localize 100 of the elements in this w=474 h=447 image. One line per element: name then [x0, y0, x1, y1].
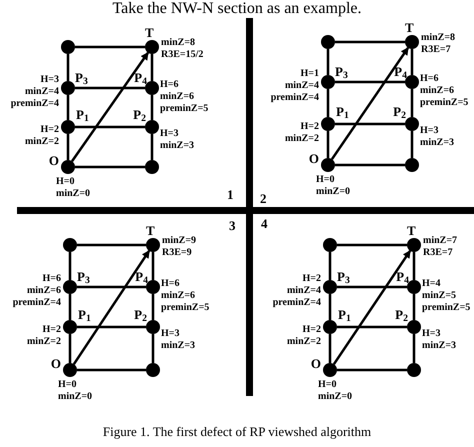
point-label: P$_{2}$	[393, 105, 406, 118]
grid-point	[323, 320, 337, 334]
point-label: P$_{1}$	[76, 108, 89, 121]
grid-line	[152, 294, 154, 320]
grid-line	[328, 252, 332, 280]
figure-caption: Figure 1. The first defect of RP viewshed algorithm	[102, 425, 372, 438]
grid-point	[407, 320, 421, 334]
grid-point	[407, 363, 421, 377]
grid-point	[145, 81, 159, 95]
grid-point	[61, 120, 75, 134]
grid-line	[335, 80, 405, 84]
point-values: minZ=8 R3E=15/2	[161, 37, 204, 61]
body-text: Take the NW-N section as an example.	[111, 1, 362, 17]
grid-line	[335, 164, 405, 166]
grid-line	[337, 326, 407, 328]
point-label: P$_{4}$	[134, 71, 147, 84]
point-values: H=1 minZ=4 preminZ=4	[270, 68, 319, 104]
grid-line	[75, 46, 145, 48]
point-values: H=6 minZ=6 preminZ=5	[160, 79, 208, 115]
grid-line	[412, 334, 416, 363]
grid-point	[407, 238, 421, 252]
point-values: H=0 minZ=0	[56, 176, 90, 200]
grid-line	[66, 95, 70, 120]
grid-line	[152, 252, 154, 280]
point-values: H=3 minZ=3	[161, 328, 196, 352]
grid-point	[146, 363, 160, 377]
point-label: O	[50, 357, 61, 370]
grid-line	[68, 334, 72, 363]
point-label: P$_{1}$	[336, 105, 349, 118]
grid-line	[68, 252, 72, 280]
point-label: P$_{3}$	[335, 65, 348, 78]
quadrant-number: 4	[261, 217, 268, 230]
grid-point	[323, 238, 337, 252]
grid-line	[410, 49, 414, 75]
grid-point	[63, 238, 77, 252]
point-label: P$_{3}$	[337, 270, 350, 283]
grid-line	[410, 131, 414, 158]
grid-line	[410, 89, 414, 117]
grid-point	[145, 40, 159, 54]
point-label: P$_{2}$	[134, 308, 147, 321]
point-values: H=0 minZ=0	[316, 174, 350, 198]
point-values: H=2 minZ=2	[284, 121, 319, 145]
grid-point	[145, 120, 159, 134]
grid-point	[407, 280, 421, 294]
point-label: P$_{2}$	[395, 308, 408, 321]
grid-line	[328, 334, 332, 363]
point-label: T	[145, 26, 154, 39]
quadrant-number: 2	[260, 192, 266, 205]
grid-point	[321, 75, 335, 89]
grid-line	[150, 134, 154, 160]
grid-point	[323, 280, 337, 294]
grid-point	[321, 117, 335, 131]
grid-line	[77, 244, 146, 246]
grid-point	[146, 238, 160, 252]
point-label: T	[146, 224, 155, 237]
grid-point	[63, 363, 77, 377]
quadrant-number: 1	[227, 188, 234, 201]
grid-line	[337, 244, 407, 246]
grid-point	[63, 280, 77, 294]
grid-line	[328, 294, 332, 320]
point-values: H=3 minZ=3	[422, 328, 456, 352]
grid-line	[412, 294, 416, 320]
grid-line	[152, 334, 154, 363]
quadrant-number: 3	[229, 219, 236, 232]
point-label: O	[308, 152, 319, 165]
point-values: minZ=7 R3E=7	[423, 235, 458, 259]
point-label: P$_{1}$	[78, 308, 91, 321]
point-label: T	[405, 21, 414, 34]
grid-line	[326, 131, 330, 158]
grid-line	[77, 368, 146, 372]
grid-point	[321, 158, 335, 172]
point-values: H=6 minZ=6 preminZ=5	[420, 73, 468, 109]
point-values: H=2 minZ=4 preminZ=4	[272, 273, 321, 309]
grid-line	[337, 286, 407, 288]
grid-line	[66, 134, 70, 160]
grid-line	[326, 89, 330, 117]
point-label: P$_{4}$	[394, 65, 407, 78]
grid-line	[335, 122, 405, 126]
arrow	[71, 52, 149, 162]
grid-point	[145, 160, 159, 174]
grid-line	[326, 49, 330, 75]
grid-point	[405, 117, 419, 131]
point-label: T	[407, 224, 416, 237]
grid-point	[146, 320, 160, 334]
grid-point	[61, 81, 75, 95]
grid-line	[66, 54, 70, 81]
point-values: H=0 minZ=0	[318, 379, 352, 403]
point-values: H=6 minZ=6 preminZ=4	[12, 273, 61, 309]
grid-point	[405, 158, 419, 172]
grid-line	[335, 40, 405, 44]
grid-point	[61, 40, 75, 54]
grid-point	[321, 35, 335, 49]
grid-line	[337, 368, 407, 372]
point-values: minZ=9 R3E=9	[162, 235, 196, 259]
arrow	[72, 250, 150, 365]
point-values: minZ=8 R3E=7	[421, 32, 456, 56]
point-values: H=3 minZ=3	[160, 128, 194, 152]
point-label: O	[310, 357, 321, 370]
point-values: H=0 minZ=0	[58, 379, 92, 403]
point-values: H=3 minZ=4 preminZ=4	[10, 74, 59, 110]
